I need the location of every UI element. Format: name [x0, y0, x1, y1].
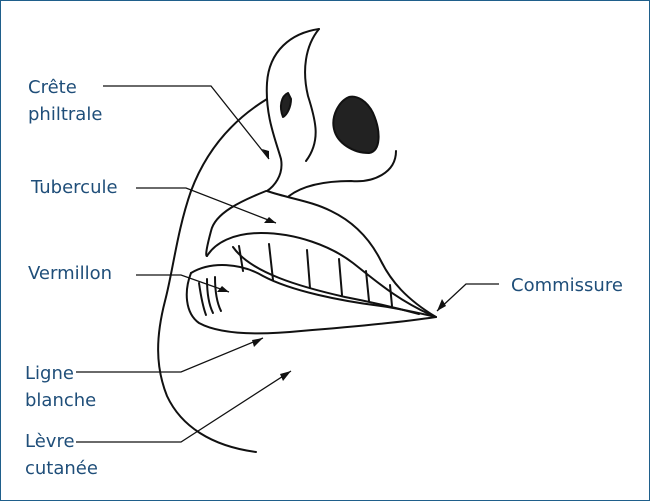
nose-bridge-right	[304, 28, 320, 162]
leader-levre	[76, 370, 292, 443]
upper-lip-cupid	[266, 190, 437, 318]
leader-ligne	[76, 337, 264, 373]
label-levre-cutanee: Lèvre cutanée	[25, 428, 98, 482]
label-commissure: Commissure	[511, 275, 623, 296]
leader-crete	[103, 85, 270, 160]
lower-lip-top	[190, 264, 437, 318]
tooth-4	[338, 258, 343, 296]
leader-commissure	[436, 283, 499, 312]
leader-vermillon	[136, 274, 230, 293]
arrowhead-crete	[262, 149, 269, 159]
nose-outline	[265, 28, 320, 192]
nose-wing	[288, 150, 397, 197]
lower-lip-shading-1	[198, 282, 207, 316]
upper-lip-top	[205, 190, 267, 257]
leader-tubercule	[136, 187, 277, 224]
tooth-6	[389, 284, 393, 307]
label-ligne-blanche: Ligne blanche	[25, 360, 96, 414]
label-crete-line2: philtrale	[28, 104, 103, 125]
arrowhead-tubercule	[264, 217, 276, 223]
label-crete-line1: Crête	[28, 77, 77, 98]
arrowhead-commissure	[437, 299, 446, 311]
arrowhead-ligne	[252, 338, 263, 347]
lower-lip-bottom	[185, 272, 437, 335]
nostril-right	[332, 95, 380, 154]
label-levre-line1: Lèvre	[25, 431, 75, 452]
arrowhead-vermillon	[217, 286, 229, 292]
face-contour	[157, 98, 268, 453]
label-ligne-line1: Ligne	[25, 363, 74, 384]
label-vermillon: Vermillon	[28, 263, 113, 284]
tooth-3	[306, 249, 311, 289]
nostril-left	[279, 92, 292, 118]
lower-lip-shading-3	[214, 276, 222, 312]
lower-lip-shading-2	[206, 278, 214, 314]
label-ligne-line2: blanche	[25, 390, 97, 411]
arrowhead-levre	[280, 371, 291, 381]
upper-lip-lower	[206, 232, 432, 316]
label-tubercule: Tubercule	[31, 177, 118, 198]
label-levre-line2: cutanée	[25, 458, 98, 479]
tooth-5	[365, 270, 370, 302]
tooth-2	[268, 243, 274, 281]
label-crete-philtrale: Crête philtrale	[28, 74, 102, 128]
